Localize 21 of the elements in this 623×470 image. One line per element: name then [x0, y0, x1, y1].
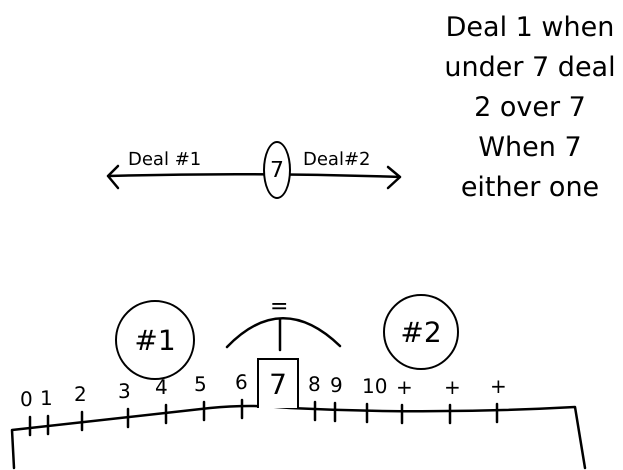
tick-number: +: [396, 377, 413, 397]
oval-number: 7: [263, 141, 291, 199]
tick-number: 5: [194, 374, 207, 394]
tick-number: 1: [40, 388, 53, 408]
tick-number: 0: [20, 389, 33, 409]
tick-number: 8: [308, 374, 321, 394]
circled-label: #1: [115, 300, 195, 380]
tick-number: 4: [155, 377, 168, 397]
arrow-label: Deal #1: [128, 151, 202, 169]
circled-label: #2: [383, 294, 459, 370]
tick-number: 10: [362, 376, 388, 396]
tick-number: 6: [235, 372, 248, 392]
tick-number: +: [490, 376, 507, 396]
note-text: Deal 1 when under 7 deal 2 over 7 When 7 either one: [443, 11, 617, 205]
tick-number: +: [444, 377, 461, 397]
symbol-label: =: [270, 296, 288, 318]
tick-number: 2: [74, 384, 87, 404]
tick-number: 9: [330, 375, 343, 395]
arrow-label: Deal#2: [303, 151, 370, 169]
tick-number: 3: [118, 381, 131, 401]
number-box: 7: [257, 358, 299, 408]
